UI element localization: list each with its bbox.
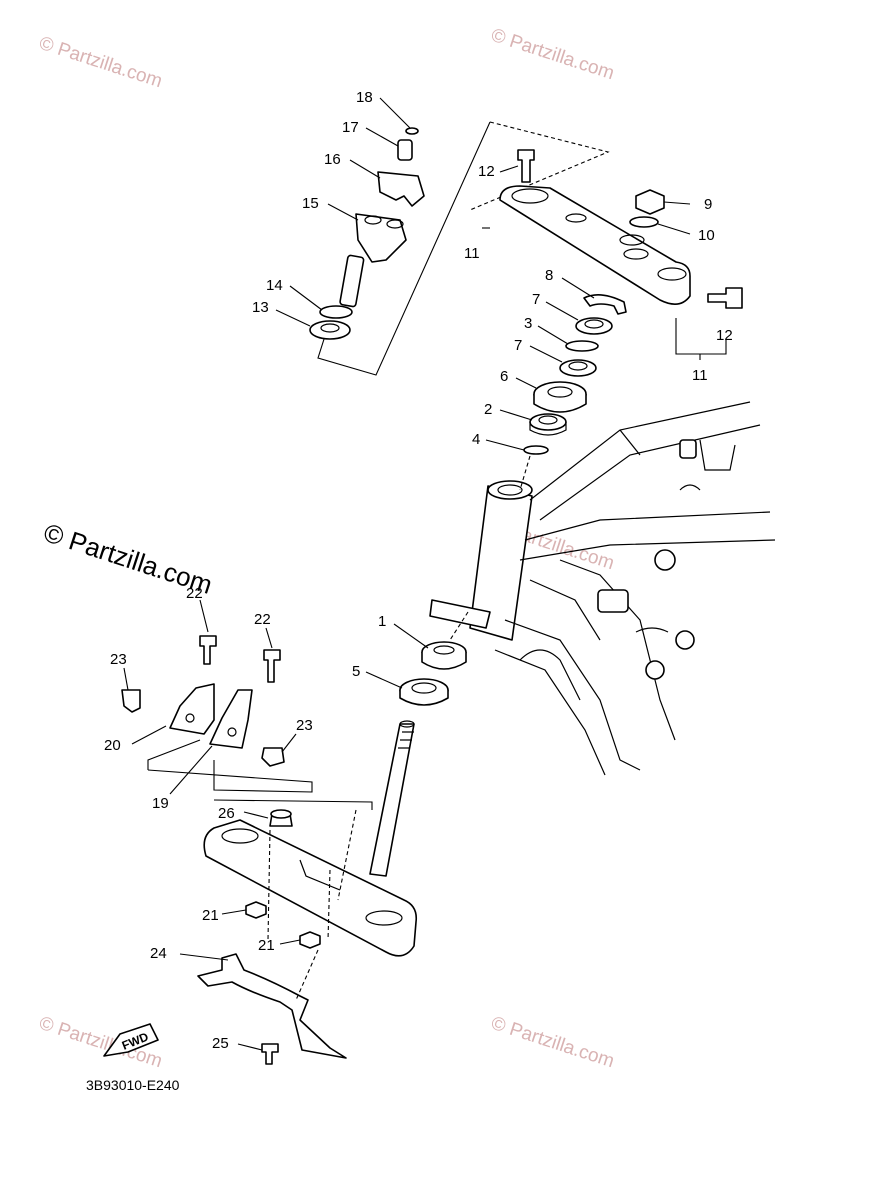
callout-10: 10 — [698, 227, 715, 244]
callout-leaders — [123, 97, 691, 1051]
bracket-19 — [209, 689, 253, 749]
washer-14 — [319, 305, 353, 319]
nut-21-right — [299, 931, 321, 949]
callout-23-left: 23 — [110, 651, 127, 668]
callout-26: 26 — [218, 805, 235, 822]
clip-23-left — [121, 689, 141, 713]
lower-bearing — [399, 611, 469, 706]
callout-15: 15 — [302, 195, 319, 212]
upper-bracket-11 — [499, 185, 691, 305]
bolt-22-left — [199, 635, 217, 665]
callout-11-left: 11 — [464, 245, 480, 262]
damper-13 — [309, 320, 351, 340]
bolt-17 — [397, 139, 413, 161]
callout-17: 17 — [342, 119, 359, 136]
callout-25: 25 — [212, 1035, 229, 1052]
holder-brackets — [121, 635, 373, 810]
fwd-arrow — [103, 1023, 159, 1057]
lock-washer-8 — [583, 294, 627, 315]
callout-14: 14 — [266, 277, 283, 294]
callout-4: 4 — [472, 431, 480, 448]
holder-upper-16 — [377, 171, 425, 207]
callout-20: 20 — [104, 737, 121, 754]
callout-19: 19 — [152, 795, 169, 812]
rubber-washer-3 — [565, 340, 599, 352]
nut-9 — [635, 189, 665, 215]
under-bracket-assembly: FWD — [103, 720, 418, 1065]
ring-nut-7-upper — [575, 317, 613, 335]
holder-lower-15 — [355, 213, 407, 263]
callout-7-lower: 7 — [514, 337, 522, 354]
bolt-25 — [261, 1043, 279, 1065]
race-4 — [523, 445, 549, 455]
callout-13: 13 — [252, 299, 269, 316]
callout-8: 8 — [545, 267, 553, 284]
ring-nut-7-lower — [559, 359, 597, 377]
callout-23-right: 23 — [296, 717, 313, 734]
callout-22-left: 22 — [186, 585, 203, 602]
callout-5: 5 — [352, 663, 360, 680]
callout-12-right: 12 — [716, 327, 733, 344]
callout-9: 9 — [704, 196, 712, 213]
cable-guide-24 — [197, 953, 347, 1059]
diagram-code: 3B93010-E240 — [86, 1077, 180, 1093]
bolt-22-right — [263, 649, 281, 683]
bracket-20 — [169, 683, 215, 735]
handlebar-holder-assembly — [309, 121, 610, 376]
watermark-top-left: © Partzilla.com — [36, 33, 164, 93]
steering-stem — [369, 723, 415, 877]
frame-structure — [429, 401, 776, 776]
callout-18: 18 — [356, 89, 373, 106]
callout-21-left: 21 — [202, 907, 219, 924]
callout-7-upper: 7 — [532, 291, 540, 308]
washer-10 — [629, 216, 659, 228]
callout-6: 6 — [500, 368, 508, 385]
callout-1: 1 — [378, 613, 386, 630]
callout-labels: 18 17 16 15 14 13 12 11 9 10 12 11 8 7 3… — [104, 89, 733, 1052]
callout-21-right: 21 — [258, 937, 275, 954]
callout-16: 16 — [324, 151, 341, 168]
clip-23-right — [261, 747, 285, 767]
screw-18 — [405, 127, 419, 135]
callout-11-right: 11 — [692, 367, 708, 384]
watermark-top-right: © Partzilla.com — [488, 25, 616, 85]
callout-2: 2 — [484, 401, 492, 418]
nut-21-left — [245, 901, 267, 919]
callout-3: 3 — [524, 315, 532, 332]
bolt-12-top — [517, 149, 535, 183]
bolt-12-right — [707, 287, 743, 309]
steering-bearing-stack — [519, 294, 627, 491]
callout-22-right: 22 — [254, 611, 271, 628]
callout-24: 24 — [150, 945, 167, 962]
watermark-bottom-right: © Partzilla.com — [488, 1013, 616, 1073]
upper-bracket-assembly — [482, 149, 743, 360]
callout-12-top: 12 — [478, 163, 495, 180]
under-bracket — [203, 819, 418, 957]
